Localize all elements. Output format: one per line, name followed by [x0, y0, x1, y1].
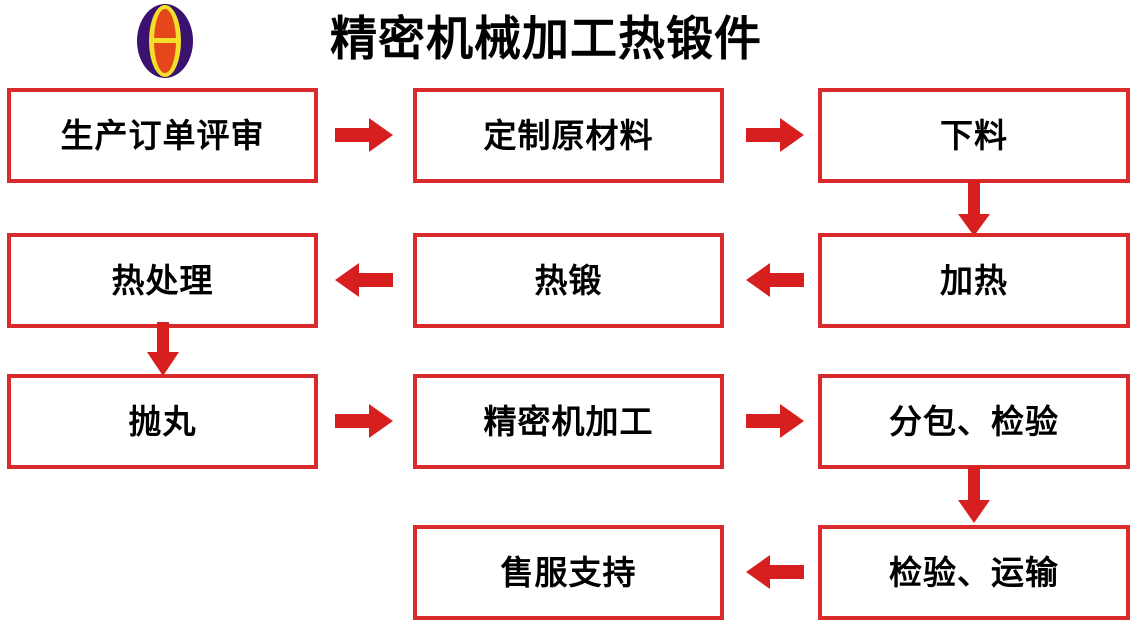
arrow-right-icon	[742, 399, 808, 443]
arrow-down-icon	[952, 466, 996, 524]
arrow-right-icon	[331, 399, 397, 443]
process-node-heating[interactable]: 加热	[818, 233, 1130, 328]
header: 精密机械加工热锻件	[0, 0, 1140, 88]
arrow-left-icon	[331, 258, 397, 302]
arrow-down-icon	[141, 322, 185, 380]
process-node-heat-treatment[interactable]: 热处理	[7, 233, 318, 328]
process-node-subcontract-inspection[interactable]: 分包、检验	[818, 374, 1130, 469]
node-label: 下料	[940, 116, 1008, 155]
arrow-right-icon	[742, 113, 808, 157]
node-label: 生产订单评审	[60, 116, 265, 155]
node-label: 加热	[940, 261, 1008, 300]
node-label: 抛丸	[128, 402, 197, 441]
process-node-blanking[interactable]: 下料	[818, 88, 1130, 183]
arrow-left-icon	[742, 550, 808, 594]
process-node-hot-forging[interactable]: 热锻	[413, 233, 724, 328]
node-label: 热处理	[111, 261, 214, 300]
arrow-left-icon	[742, 258, 808, 302]
node-label: 定制原材料	[483, 116, 654, 155]
process-node-shot-blasting[interactable]: 抛丸	[7, 374, 318, 469]
node-label: 分包、检验	[889, 402, 1059, 441]
node-label: 热锻	[534, 261, 603, 300]
company-logo-icon	[129, 2, 201, 80]
process-node-production-order-review[interactable]: 生产订单评审	[7, 88, 318, 183]
arrow-down-icon	[952, 180, 996, 238]
process-node-precision-machining[interactable]: 精密机加工	[413, 374, 724, 469]
node-label: 精密机加工	[483, 402, 654, 441]
node-label: 检验、运输	[889, 553, 1059, 592]
process-node-after-sales-support[interactable]: 售服支持	[413, 525, 724, 620]
node-label: 售服支持	[500, 553, 637, 592]
arrow-right-icon	[331, 113, 397, 157]
process-node-inspection-transport[interactable]: 检验、运输	[818, 525, 1130, 620]
process-node-custom-raw-material[interactable]: 定制原材料	[413, 88, 724, 183]
page-title: 精密机械加工热锻件	[330, 12, 762, 67]
